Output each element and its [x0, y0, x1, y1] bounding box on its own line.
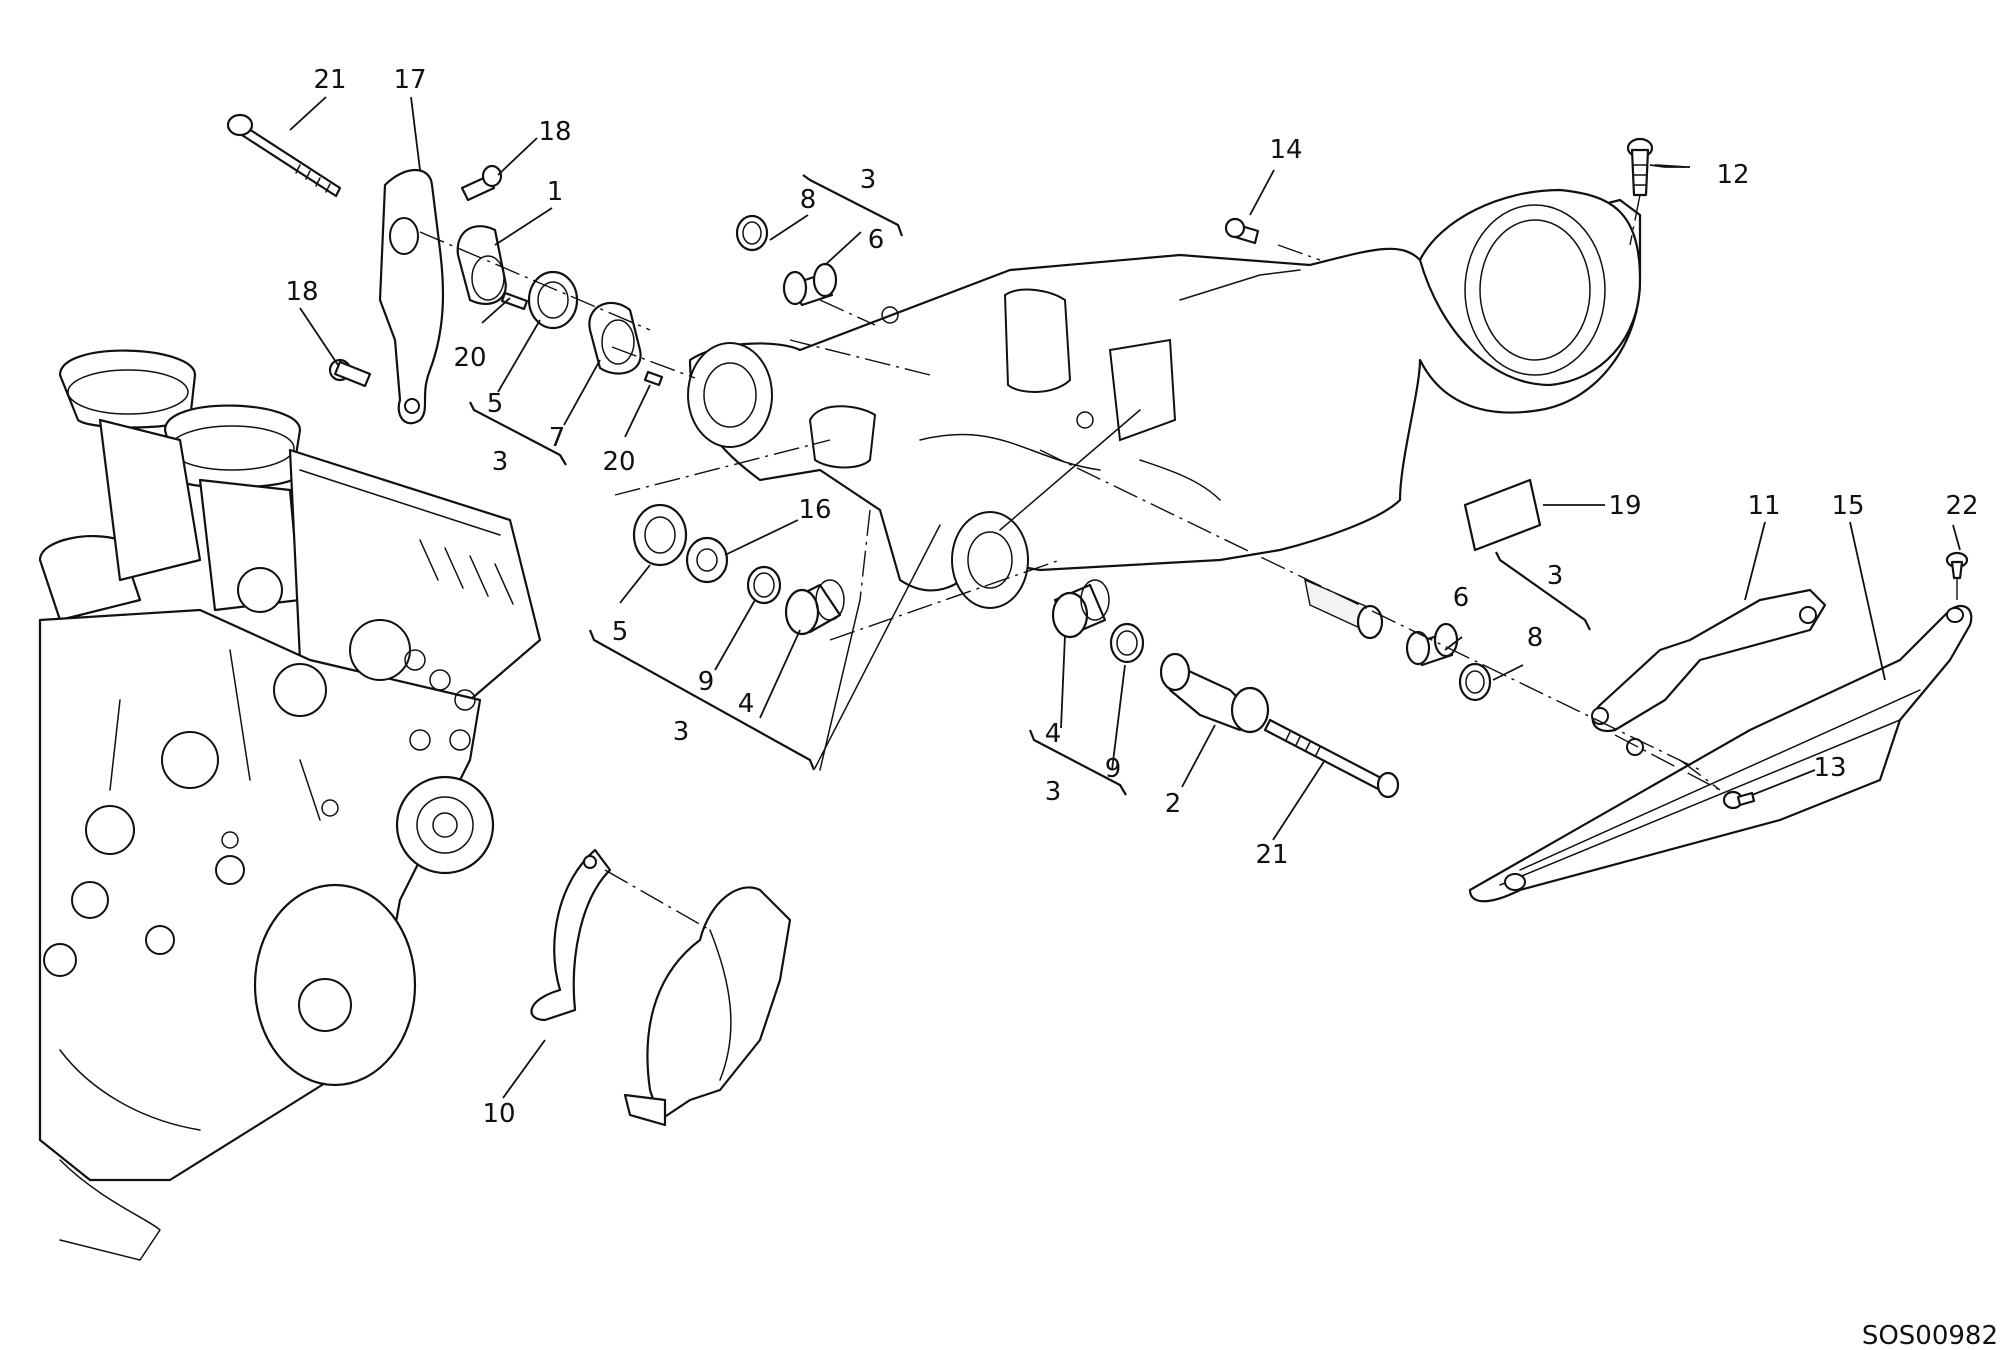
bearing-5-upper	[527, 270, 579, 330]
callout-3-right-group: 3	[1547, 561, 1564, 591]
sprocket-cover	[623, 886, 792, 1127]
callout-5-upper: 5	[487, 389, 504, 419]
shaft-2	[1159, 652, 1270, 734]
leader-lines	[289, 96, 1961, 1099]
callout-9-left: 9	[698, 667, 715, 697]
callout-18-lower: 18	[285, 277, 318, 307]
callout-22: 22	[1945, 491, 1978, 521]
callout-17: 17	[393, 65, 426, 95]
callout-3-linkage: 3	[492, 447, 509, 477]
center-lines	[419, 194, 1958, 931]
braces	[469, 174, 1591, 796]
spacer-6-lower	[1405, 622, 1459, 667]
pin-20-lower	[643, 370, 664, 387]
drawing-code: SOS00982	[1862, 1321, 1998, 1350]
screw-22	[1945, 551, 1969, 580]
callout-11: 11	[1747, 491, 1780, 521]
label-plate-19	[1463, 478, 1542, 552]
washer-16	[685, 536, 729, 584]
needle-bearing-4-right	[1051, 579, 1110, 639]
callout-2: 2	[1165, 789, 1182, 819]
pin-20-upper	[500, 291, 529, 311]
callout-19: 19	[1608, 491, 1641, 521]
chain-guide-11	[1591, 588, 1827, 733]
engine-block	[38, 349, 542, 1261]
bracket-17	[378, 169, 445, 425]
callout-18-upper: 18	[538, 117, 571, 147]
callout-12: 12	[1716, 160, 1749, 190]
callout-7: 7	[549, 423, 566, 453]
seal-9-right	[1109, 622, 1145, 664]
callout-6-upper: 6	[868, 225, 885, 255]
spacer-6-upper	[782, 262, 838, 307]
bearing-5-lower	[632, 503, 688, 567]
screw-18-lower	[328, 358, 372, 388]
callout-21-upper: 21	[313, 65, 346, 95]
seal-9-left	[746, 565, 782, 605]
callout-20-upper: 20	[453, 343, 486, 373]
bushing-1	[456, 225, 507, 305]
callout-8-lower: 8	[1527, 623, 1544, 653]
callout-1: 1	[547, 177, 564, 207]
callout-9-right: 9	[1105, 754, 1122, 784]
callout-4-left: 4	[738, 689, 755, 719]
callout-5-lower: 5	[612, 617, 629, 647]
seal-8-upper	[735, 214, 769, 252]
callout-3-upper-middle: 3	[860, 165, 877, 195]
needle-bearing-4-left	[784, 579, 845, 636]
bolt-21-upper	[226, 113, 342, 198]
screw-12	[1626, 137, 1654, 197]
callout-6-lower: 6	[1453, 583, 1470, 613]
callout-labels: 21 17 18 1 18 20 5 7 3 20 3 8 6 14 12 16…	[285, 65, 1978, 1129]
callout-20-lower: 20	[602, 447, 635, 477]
screw-18-upper	[460, 164, 503, 202]
callout-3-left-group: 3	[673, 717, 690, 747]
callout-16: 16	[798, 495, 831, 525]
callout-8-upper: 8	[800, 185, 817, 215]
screw-13	[1722, 790, 1756, 810]
cover-gasket-10	[530, 848, 612, 1022]
callout-14: 14	[1269, 135, 1302, 165]
callout-3-lower-middle: 3	[1045, 777, 1062, 807]
sleeve-right-hidden	[1304, 578, 1384, 640]
chain-guard-15	[1468, 604, 1973, 903]
callout-21-lower: 21	[1255, 840, 1288, 870]
swingarm	[687, 188, 1642, 609]
callout-10: 10	[482, 1099, 515, 1129]
callout-13: 13	[1813, 753, 1846, 783]
seal-8-lower	[1458, 662, 1492, 702]
callout-4-right: 4	[1045, 719, 1062, 749]
spacer-7	[588, 301, 642, 375]
callout-15: 15	[1831, 491, 1864, 521]
screw-14	[1224, 217, 1260, 245]
bolt-21-lower	[1263, 718, 1400, 799]
